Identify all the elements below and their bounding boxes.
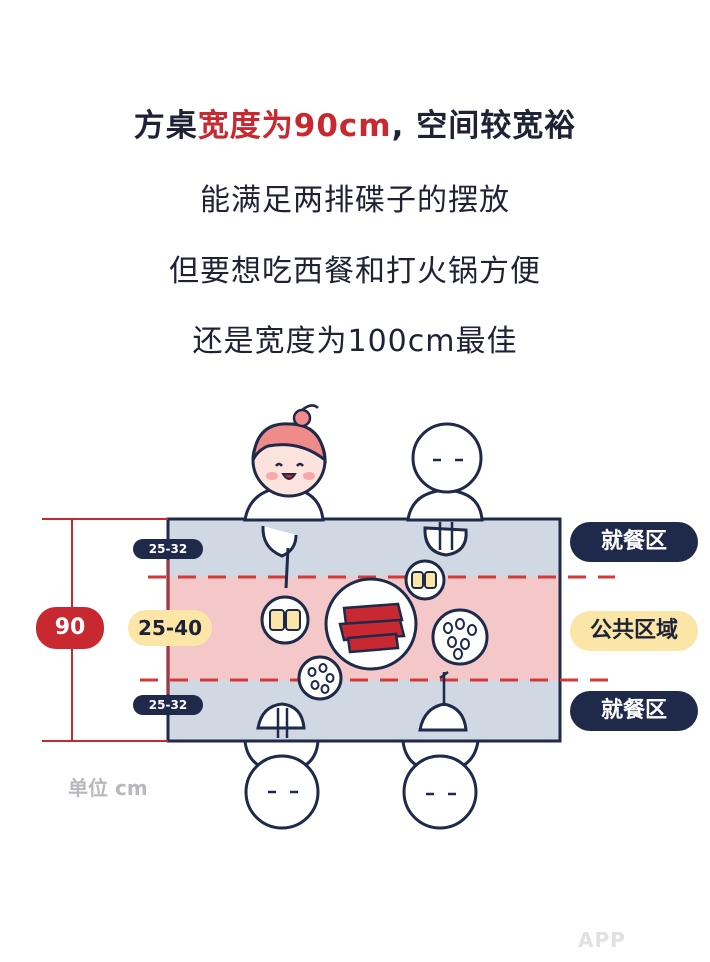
headline-highlight: 宽度为90cm (197, 108, 392, 144)
side-dish-right (431, 608, 489, 666)
side-dish-bottom (297, 655, 343, 701)
label-dining-zone-bottom: 就餐区 (570, 691, 698, 731)
table-diagram (42, 404, 615, 830)
headline: 方桌宽度为90cm, 空间较宽裕 (0, 100, 710, 145)
caption-line-2: 但要想吃西餐和打火锅方便 (169, 254, 541, 289)
side-dish-left (260, 595, 310, 645)
diner-girl (243, 404, 327, 589)
caption-line-1: 能满足两排碟子的摆放 (200, 183, 510, 218)
watermark: APP (578, 928, 626, 952)
dining-zone-bottom (168, 680, 560, 741)
label-dining-width-bottom: 25-32 (133, 695, 203, 715)
main-dish (324, 577, 418, 671)
label-public-zone: 公共区域 (570, 611, 698, 651)
side-dish-top-right (404, 559, 446, 601)
label-dining-width-top: 25-32 (133, 539, 203, 559)
headline-part1: 方桌 (133, 108, 198, 144)
diner-top-right (406, 422, 484, 557)
diner-bottom-right (401, 671, 480, 830)
headline-part2: , 空间较宽裕 (391, 108, 577, 144)
dining-zone-top (168, 519, 560, 577)
unit-label: 单位 cm (68, 776, 148, 800)
caption-line-3: 还是宽度为100cm最佳 (192, 324, 518, 359)
label-public-width: 25-40 (128, 610, 212, 646)
label-total-width: 90 (36, 607, 104, 649)
diner-bottom-left (243, 702, 320, 830)
label-dining-zone-top: 就餐区 (570, 522, 698, 562)
